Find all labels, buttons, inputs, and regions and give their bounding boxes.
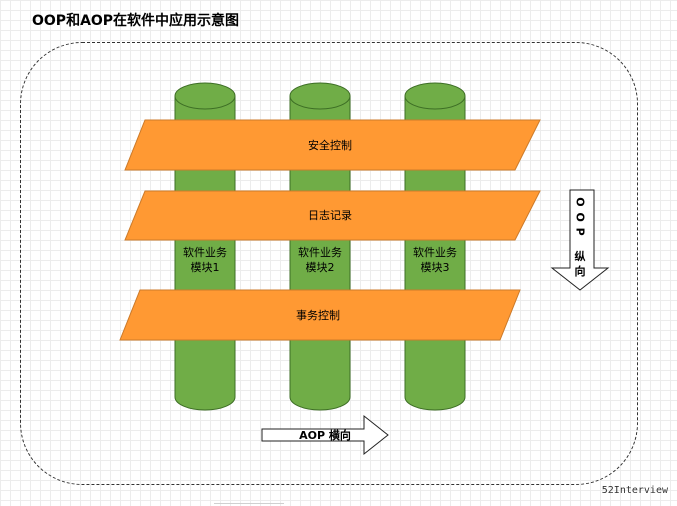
oop-vertical-label-line3: 向 [575,264,586,278]
module-2-label-line1: 软件业务 [298,245,342,259]
module-3-label-line2: 模块3 [421,261,450,274]
oop-vertical-arrow [550,189,610,291]
aop-horizontal-label: AOP 横向 [299,428,351,442]
band-transaction-control [119,289,521,341]
band-transaction-control-label: 事务控制 [296,308,340,322]
band-logging-label: 日志记录 [308,209,352,222]
diagram-title: OOP和AOP在软件中应用示意图 [32,13,240,29]
aop-horizontal-arrow [261,414,389,456]
module-2-label-line2: 模块2 [306,261,335,274]
dashed-frame [20,42,638,485]
band-logging [124,190,541,241]
oop-vertical-label-line2: 纵 [575,249,586,263]
module-1-label-line2: 模块1 [191,261,220,274]
module-3-label-line1: 软件业务 [413,245,457,259]
watermark: 52Interview [601,485,668,496]
module-1-label-line1: 软件业务 [183,245,227,259]
oop-vertical-label-line1: O O P [574,197,587,236]
band-security-control [124,119,541,171]
band-security-control-label: 安全控制 [308,138,352,152]
page-divider [214,503,284,504]
